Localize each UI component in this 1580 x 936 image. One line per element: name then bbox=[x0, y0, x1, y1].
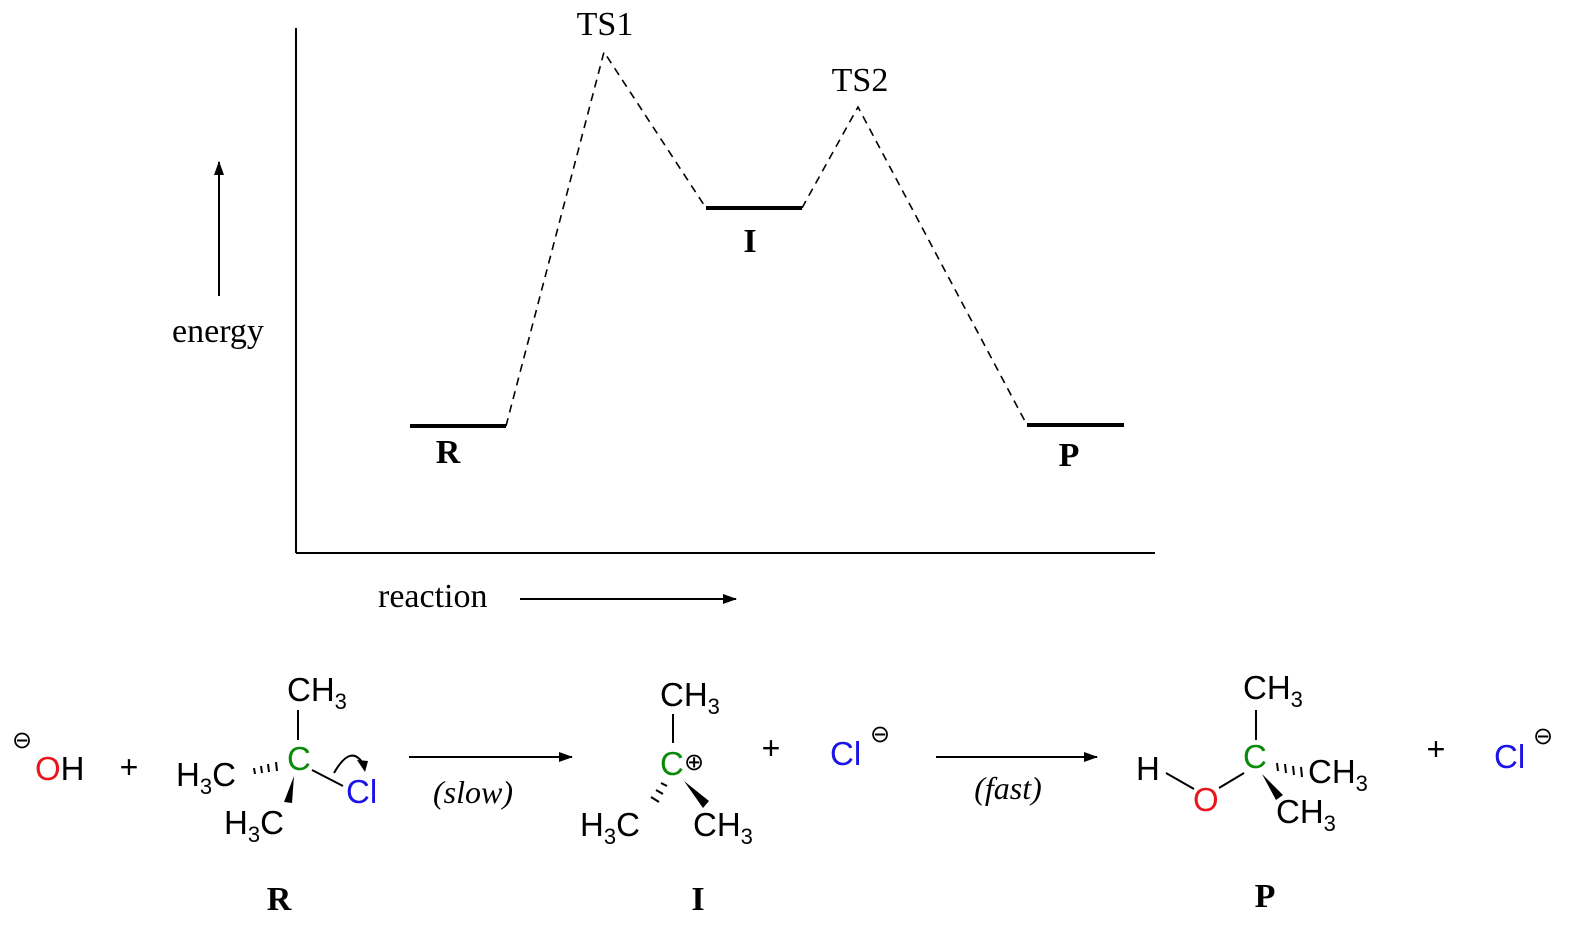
reaction-label: reaction bbox=[378, 578, 488, 615]
plus-sign-2: + bbox=[762, 730, 781, 766]
chloride-1-cl: Cl bbox=[830, 735, 861, 772]
label-r: R bbox=[436, 434, 461, 471]
reactant-wedge-bond bbox=[284, 776, 294, 803]
hydroxide-charge: ⊖ bbox=[12, 727, 32, 754]
energy-label: energy bbox=[172, 313, 264, 350]
reactant-bond-cl bbox=[311, 769, 344, 787]
path-r-ts1-i bbox=[505, 50, 707, 427]
plus-sign-3: + bbox=[1427, 731, 1446, 767]
intermediate-hashed-bond bbox=[650, 782, 668, 803]
energy-profile: energy reaction TS1 TS2 R I P bbox=[172, 6, 1155, 615]
label-i: I bbox=[743, 223, 756, 260]
chloride-2-charge: ⊖ bbox=[1533, 723, 1553, 750]
curved-arrow-head bbox=[357, 760, 368, 772]
chloride-2-cl: Cl bbox=[1494, 738, 1525, 775]
intermediate-label: I bbox=[691, 881, 704, 918]
product-bond-h-o bbox=[1165, 772, 1195, 790]
label-p: P bbox=[1059, 437, 1080, 474]
label-ts2: TS2 bbox=[832, 62, 889, 99]
intermediate-molecule: CH3 C ⊕ H3C CH3 I bbox=[580, 676, 753, 918]
intermediate-h3c-left: H3C bbox=[580, 806, 640, 849]
product-hashed-bond bbox=[1276, 762, 1303, 778]
path-i-ts2-p bbox=[801, 105, 1028, 426]
reactant-label: R bbox=[267, 881, 292, 918]
product-ch3-right: CH3 bbox=[1308, 753, 1368, 796]
step1-label: (slow) bbox=[433, 774, 513, 810]
hydroxide-ion: ⊖ OH bbox=[12, 727, 85, 787]
reactant-ch3-top: CH3 bbox=[287, 671, 347, 714]
step2-label: (fast) bbox=[974, 770, 1042, 806]
reactant-hashed-bond bbox=[253, 761, 278, 775]
product-wedge-bond bbox=[1262, 774, 1283, 800]
reactant-center-carbon: C bbox=[287, 740, 311, 777]
product-center-carbon: C bbox=[1243, 738, 1267, 775]
reactant-chlorine: Cl bbox=[346, 773, 377, 810]
intermediate-charge: ⊕ bbox=[684, 749, 704, 776]
chloride-ion-2: Cl ⊖ bbox=[1494, 723, 1553, 775]
intermediate-center-carbon: C bbox=[660, 745, 684, 782]
chloride-ion-1: Cl ⊖ bbox=[830, 721, 890, 772]
label-ts1: TS1 bbox=[577, 6, 634, 43]
hydroxide-hydrogen: H bbox=[61, 750, 85, 787]
intermediate-ch3-right: CH3 bbox=[693, 806, 753, 849]
curved-electron-arrow bbox=[333, 754, 363, 774]
product-hydrogen: H bbox=[1136, 750, 1160, 787]
svg-text:OH: OH bbox=[35, 750, 85, 787]
reaction-scheme: ⊖ OH + CH3 C H3C bbox=[12, 669, 1553, 918]
reactant-h3c-left: H3C bbox=[176, 756, 236, 799]
product-molecule: H O C CH3 CH3 CH3 P bbox=[1136, 669, 1368, 915]
intermediate-wedge-bond bbox=[684, 781, 709, 808]
plus-sign-1: + bbox=[120, 749, 139, 785]
chloride-1-charge: ⊖ bbox=[870, 721, 890, 748]
product-ch3-bottom: CH3 bbox=[1276, 793, 1336, 836]
product-bond-o-c bbox=[1218, 772, 1245, 789]
hydroxide-oxygen: O bbox=[35, 750, 61, 787]
product-ch3-top: CH3 bbox=[1243, 669, 1303, 712]
product-oxygen: O bbox=[1193, 781, 1219, 818]
product-label: P bbox=[1255, 878, 1276, 915]
reactant-molecule: CH3 C H3C H3C Cl R bbox=[176, 671, 377, 918]
intermediate-ch3-top: CH3 bbox=[660, 676, 720, 719]
reactant-h3c-bottom: H3C bbox=[224, 804, 284, 847]
